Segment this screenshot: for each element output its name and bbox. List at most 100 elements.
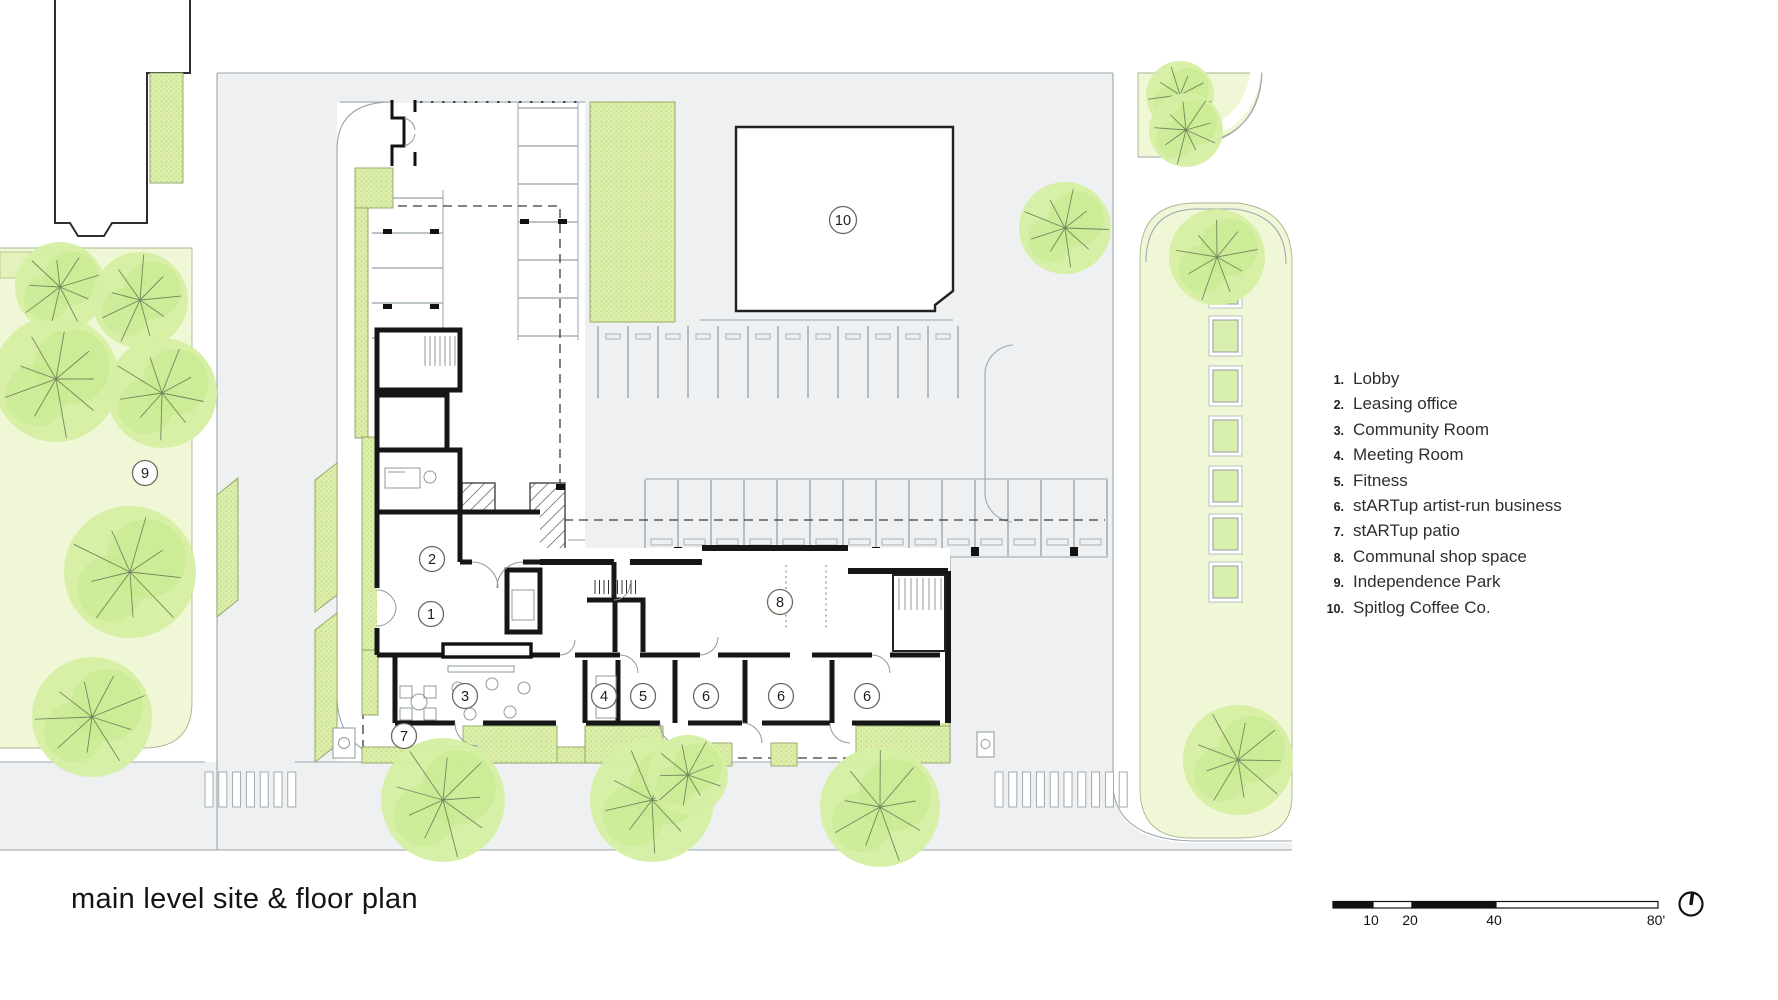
room-marker: 6 (767, 682, 795, 710)
svg-text:8: 8 (776, 595, 784, 611)
svg-text:3: 3 (461, 689, 469, 705)
legend-item-number: 3. (1333, 423, 1344, 438)
room-marker: 4 (590, 682, 618, 710)
crosswalk-stripe (245, 771, 255, 808)
room-marker: 6 (692, 682, 720, 710)
legend-item-label: Fitness (1353, 470, 1408, 490)
legend-item-label: Communal shop space (1353, 546, 1527, 566)
legend-item: 1. Lobby (1318, 366, 1562, 391)
legend-item: 5. Fitness (1318, 468, 1562, 493)
crosswalk-stripe (1008, 771, 1018, 808)
tree (15, 242, 105, 332)
main-building (374, 327, 951, 747)
crosswalk-stripe (1091, 771, 1101, 808)
svg-text:6: 6 (863, 689, 871, 705)
legend-item: 3. Community Room (1318, 417, 1562, 442)
adjacent-building (54, 0, 191, 237)
legend-item-label: Meeting Room (1353, 445, 1464, 465)
crosswalk-stripe (994, 771, 1004, 808)
tree (0, 316, 119, 442)
planter (1212, 565, 1239, 599)
svg-text:10: 10 (835, 213, 851, 229)
tree (107, 338, 217, 448)
legend-item-number: 7. (1333, 525, 1344, 540)
legend-item: 9. Independence Park (1318, 569, 1562, 594)
page-title: main level site & floor plan (71, 883, 418, 915)
tree (92, 252, 188, 348)
legend-item-number: 9. (1333, 576, 1344, 591)
room-markers: 1 2 3 4 5 6 6 6 7 8 9 10 (131, 205, 881, 750)
legend-item: 8.Communal shop space (1318, 544, 1562, 569)
legend-item-label: Community Room (1353, 419, 1490, 439)
site-entry-gate (390, 100, 417, 166)
tree (32, 657, 152, 777)
crosswalk-stripe (1022, 771, 1032, 808)
tree (64, 506, 196, 638)
legend-item: 6. stARTup artist-run business (1318, 493, 1562, 518)
crosswalk-stripe (218, 771, 228, 808)
planter (1212, 369, 1239, 403)
legend-item-number: 2. (1333, 398, 1344, 413)
planter (1212, 469, 1239, 503)
tree (1019, 182, 1111, 274)
room-marker: 5 (629, 682, 657, 710)
east-park (1139, 202, 1293, 839)
room-marker: 6 (853, 682, 881, 710)
planter (1212, 419, 1239, 453)
legend-item: 7. stARTup patio (1318, 518, 1562, 543)
crosswalk-stripe (204, 771, 214, 808)
tree (1149, 93, 1223, 167)
room-marker: 8 (766, 588, 794, 616)
north-arrow-icon (1678, 891, 1704, 917)
scale-label: 10 (1363, 912, 1379, 928)
legend-item-label: Spitlog Coffee Co. (1353, 597, 1491, 617)
trees (0, 61, 1293, 867)
crosswalks (204, 771, 1128, 808)
tree (648, 735, 728, 815)
street-median-planters (216, 462, 338, 763)
room-marker: 9 (131, 459, 159, 487)
legend-item-label: stARTup artist-run business (1353, 495, 1562, 515)
crosswalk-stripe (259, 771, 269, 808)
crosswalk-stripe (1063, 771, 1073, 808)
crosswalk-stripe (273, 771, 283, 808)
svg-text:6: 6 (777, 689, 785, 705)
room-marker: 3 (451, 682, 479, 710)
legend: 1. Lobby 2. Leasing office 3. Community Room 4… (1318, 366, 1562, 620)
tree (381, 738, 505, 862)
legend-item: 2. Leasing office (1318, 391, 1562, 416)
legend-item: 10. Spitlog Coffee Co. (1318, 595, 1562, 620)
room-marker: 10 (828, 205, 858, 235)
svg-text:2: 2 (428, 552, 436, 568)
legend-item-number: 6. (1333, 499, 1344, 514)
svg-text:7: 7 (400, 729, 408, 745)
tree (1169, 209, 1265, 305)
scale-bar: 10 20 40 80' (1332, 900, 1665, 928)
legend-item-label: Leasing office (1353, 394, 1458, 414)
room-marker: 1 (417, 600, 445, 628)
legend-item-label: Lobby (1353, 369, 1400, 388)
legend-item-label: Independence Park (1353, 572, 1501, 592)
crosswalk-stripe (232, 771, 242, 808)
scale-label: 20 (1402, 912, 1418, 928)
svg-text:6: 6 (702, 689, 710, 705)
tree (1183, 705, 1293, 815)
legend-item-label: stARTup patio (1353, 521, 1460, 541)
crosswalk-stripe (1104, 771, 1114, 808)
crosswalk-stripe (1035, 771, 1045, 808)
room-marker: 2 (418, 545, 446, 573)
crosswalk-stripe (1049, 771, 1059, 808)
room-marker: 7 (390, 722, 418, 750)
svg-text:5: 5 (639, 689, 647, 705)
legend-item-number: 10. (1326, 601, 1344, 616)
svg-text:1: 1 (427, 607, 435, 623)
crosswalk-stripe (287, 771, 297, 808)
legend-item-number: 1. (1333, 373, 1344, 387)
scale-label: 40 (1486, 912, 1502, 928)
planter (1212, 517, 1239, 551)
legend-item-number: 5. (1333, 474, 1344, 489)
legend-item-number: 4. (1333, 449, 1344, 464)
svg-text:4: 4 (600, 689, 608, 705)
scale-label: 80' (1647, 912, 1665, 928)
